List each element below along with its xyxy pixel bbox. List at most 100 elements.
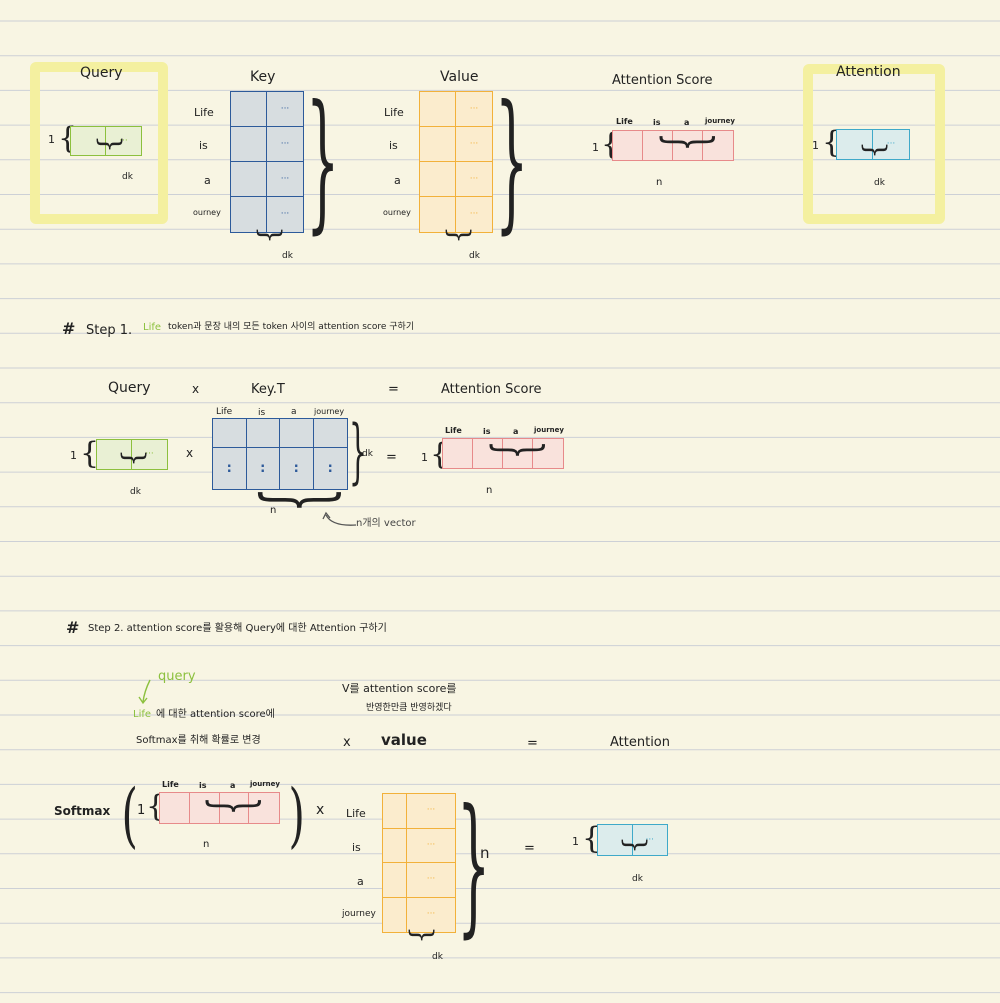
key-cell — [231, 162, 267, 197]
key-cell-dots: ··· — [267, 162, 303, 197]
s1-keyT-cell — [280, 419, 314, 449]
score-token-2: a — [684, 118, 690, 127]
step1-query: Query — [108, 380, 151, 396]
s2-value-dk-brace: { — [403, 926, 437, 944]
s2-score-token-3: journey — [250, 780, 280, 788]
key-cell-dots: ··· — [267, 127, 303, 162]
s2-score-token-2: a — [230, 781, 236, 790]
s2-value-matrix: ··· ··· ··· ··· — [382, 793, 456, 933]
s1-query-row-brace: { — [80, 436, 100, 471]
s2-score-n-brace: { — [196, 796, 267, 816]
step2-title: Step 2. attention score를 활용해 Query에 대한 A… — [88, 623, 387, 634]
step1-hash: # — [62, 319, 76, 338]
s2-score-cell — [160, 793, 190, 823]
s1-keyT-cell-dots: : — [327, 461, 333, 477]
s2-value-token-3: journey — [342, 909, 376, 919]
value-cell — [420, 92, 456, 127]
s2-value-n-label: n — [480, 844, 490, 862]
s2-value-n-brace: } — [457, 778, 491, 952]
attention-cell — [837, 130, 873, 159]
s1-key-token-0: Life — [216, 407, 233, 417]
step2-times-top: x — [343, 735, 351, 750]
attention-score-title: Attention Score — [612, 73, 713, 88]
s1-keyT-matrix: : : : : — [212, 418, 348, 490]
s2-attention-matrix: ··· — [597, 824, 668, 856]
s2-score-cell — [220, 793, 250, 823]
s2-score-token-1: is — [199, 781, 207, 790]
value-cell — [420, 127, 456, 162]
s2-score-token-0: Life — [162, 780, 179, 789]
step2-query-note: query — [158, 669, 196, 684]
attention-dk-brace: { — [856, 141, 890, 159]
query-matrix: ··· — [70, 126, 142, 156]
value-cell — [420, 162, 456, 197]
softmax-right-paren: ) — [288, 774, 305, 856]
s1-score-one: 1 — [421, 451, 428, 464]
s1-keyT-cell — [213, 419, 247, 449]
step2-down-arrow-icon — [138, 679, 151, 705]
s1-score-token-1: is — [483, 427, 491, 436]
s2-value-token-0: Life — [346, 807, 366, 820]
step2-v-note1: V를 attention score를 — [342, 682, 457, 695]
s2-attention-row-brace: { — [582, 821, 602, 856]
step1-attention-score: Attention Score — [441, 382, 542, 397]
s2-value-dk-label: dk — [432, 952, 443, 962]
value-cell-dots: ··· — [456, 92, 492, 127]
s2-attention-cell — [598, 825, 633, 855]
s1-keyT-dk-label: dk — [362, 449, 373, 459]
key-matrix: ··· ··· ··· ··· — [230, 91, 304, 233]
s1-score-token-3: journey — [534, 426, 564, 434]
s2-score-n-label: n — [203, 839, 210, 850]
value-title: Value — [440, 69, 479, 85]
s2-value-token-1: is — [352, 841, 361, 854]
s2-value-cell-dots: ··· — [407, 829, 455, 863]
step1-title-rest: token과 문장 내의 모든 token 사이의 attention scor… — [168, 322, 415, 332]
s1-score-cell — [503, 439, 533, 468]
step1-times-top: x — [192, 382, 200, 396]
value-token-0: Life — [384, 106, 404, 119]
s1-query-one: 1 — [70, 449, 77, 462]
step1-equals: = — [386, 450, 397, 465]
s2-value-cell — [383, 794, 407, 829]
query-dk-brace: { — [91, 135, 125, 153]
score-n-brace: { — [650, 132, 721, 152]
s1-score-matrix — [442, 438, 564, 469]
value-token-2: a — [394, 174, 401, 187]
attention-cell-dots: ··· — [886, 139, 896, 149]
key-token-2: a — [204, 174, 211, 187]
key-dk-label: dk — [282, 251, 293, 261]
s1-score-n-label: n — [486, 485, 493, 496]
attention-highlight — [803, 64, 945, 224]
key-token-1: is — [199, 139, 208, 152]
score-n-label: n — [656, 177, 663, 188]
s1-score-cell — [473, 439, 503, 468]
attention-dk-label: dk — [874, 178, 885, 188]
s2-attention-dk-label: dk — [632, 874, 643, 884]
s2-value-cell-dots: ··· — [426, 909, 436, 920]
s1-keyT-cell — [313, 419, 347, 449]
softmax-left-paren: ( — [121, 774, 138, 856]
s1-keyT-cell — [246, 419, 280, 449]
s2-score-matrix — [159, 792, 280, 824]
value-dk-brace: { — [440, 226, 474, 244]
step2-hash: # — [66, 618, 80, 637]
step2-note1-rest: 에 대한 attention score에 — [156, 709, 275, 720]
s2-value-cell — [383, 828, 407, 863]
value-token-3: ourney — [383, 208, 411, 217]
s1-note-arrow-icon — [322, 511, 357, 526]
value-rows-brace: } — [495, 74, 529, 248]
step2-equals: = — [524, 841, 535, 856]
key-cell-dots: ··· — [267, 92, 303, 127]
s2-value-cell — [383, 863, 407, 898]
attention-matrix: ··· — [836, 129, 910, 160]
s1-score-n-brace: { — [480, 440, 551, 460]
s1-score-cell — [443, 439, 473, 468]
step1-life-word: Life — [143, 322, 162, 333]
key-token-0: Life — [194, 106, 214, 119]
s1-query-cell — [97, 440, 132, 469]
s1-keyT-n-label: n — [270, 505, 277, 516]
key-cell — [231, 197, 267, 232]
key-rows-brace: } — [306, 74, 340, 248]
value-cell-dots: ··· — [469, 209, 479, 219]
